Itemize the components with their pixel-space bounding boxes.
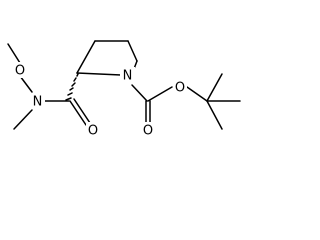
bond-layer <box>7 40 241 130</box>
stereo-hash-bond <box>65 73 79 101</box>
atom-o-amide-carbonyl: O <box>86 122 100 139</box>
atom-label: O <box>143 124 153 139</box>
atom-n-ring: N <box>120 67 135 84</box>
atom-layer: O N O N O O <box>13 62 187 139</box>
bond-o-ester-tbu <box>186 86 208 102</box>
bond-n-methyl <box>13 109 33 130</box>
atom-label: O <box>175 81 185 96</box>
bond-amide-c-o-1 <box>69 100 87 126</box>
atom-label: O <box>88 124 98 139</box>
bond-carbamate-c-o-ester <box>147 86 173 102</box>
atom-label: N <box>33 95 43 110</box>
structure-diagram: O N O N O O <box>7 40 241 139</box>
atom-o-ester: O <box>173 79 187 96</box>
atom-label: N <box>123 69 133 84</box>
atom-n-amide: N <box>30 93 45 110</box>
bond-o-methyl <box>7 43 21 64</box>
bond-amide-c-o-2 <box>73 98 91 124</box>
atom-o-methoxy: O <box>13 62 27 79</box>
bond-tbu-methyl-bottom <box>206 100 223 130</box>
bond-n1-carbamate-c <box>131 84 148 102</box>
atom-label: O <box>15 64 25 79</box>
bond-c4-c5 <box>127 40 138 62</box>
bond-n-methoxy-o <box>19 75 33 93</box>
bond-tbu-methyl-top <box>206 73 223 102</box>
bond-c2-c3 <box>76 40 96 74</box>
atom-o-carbamate-carbonyl: O <box>141 122 155 139</box>
bond-n1-c2 <box>76 72 122 76</box>
